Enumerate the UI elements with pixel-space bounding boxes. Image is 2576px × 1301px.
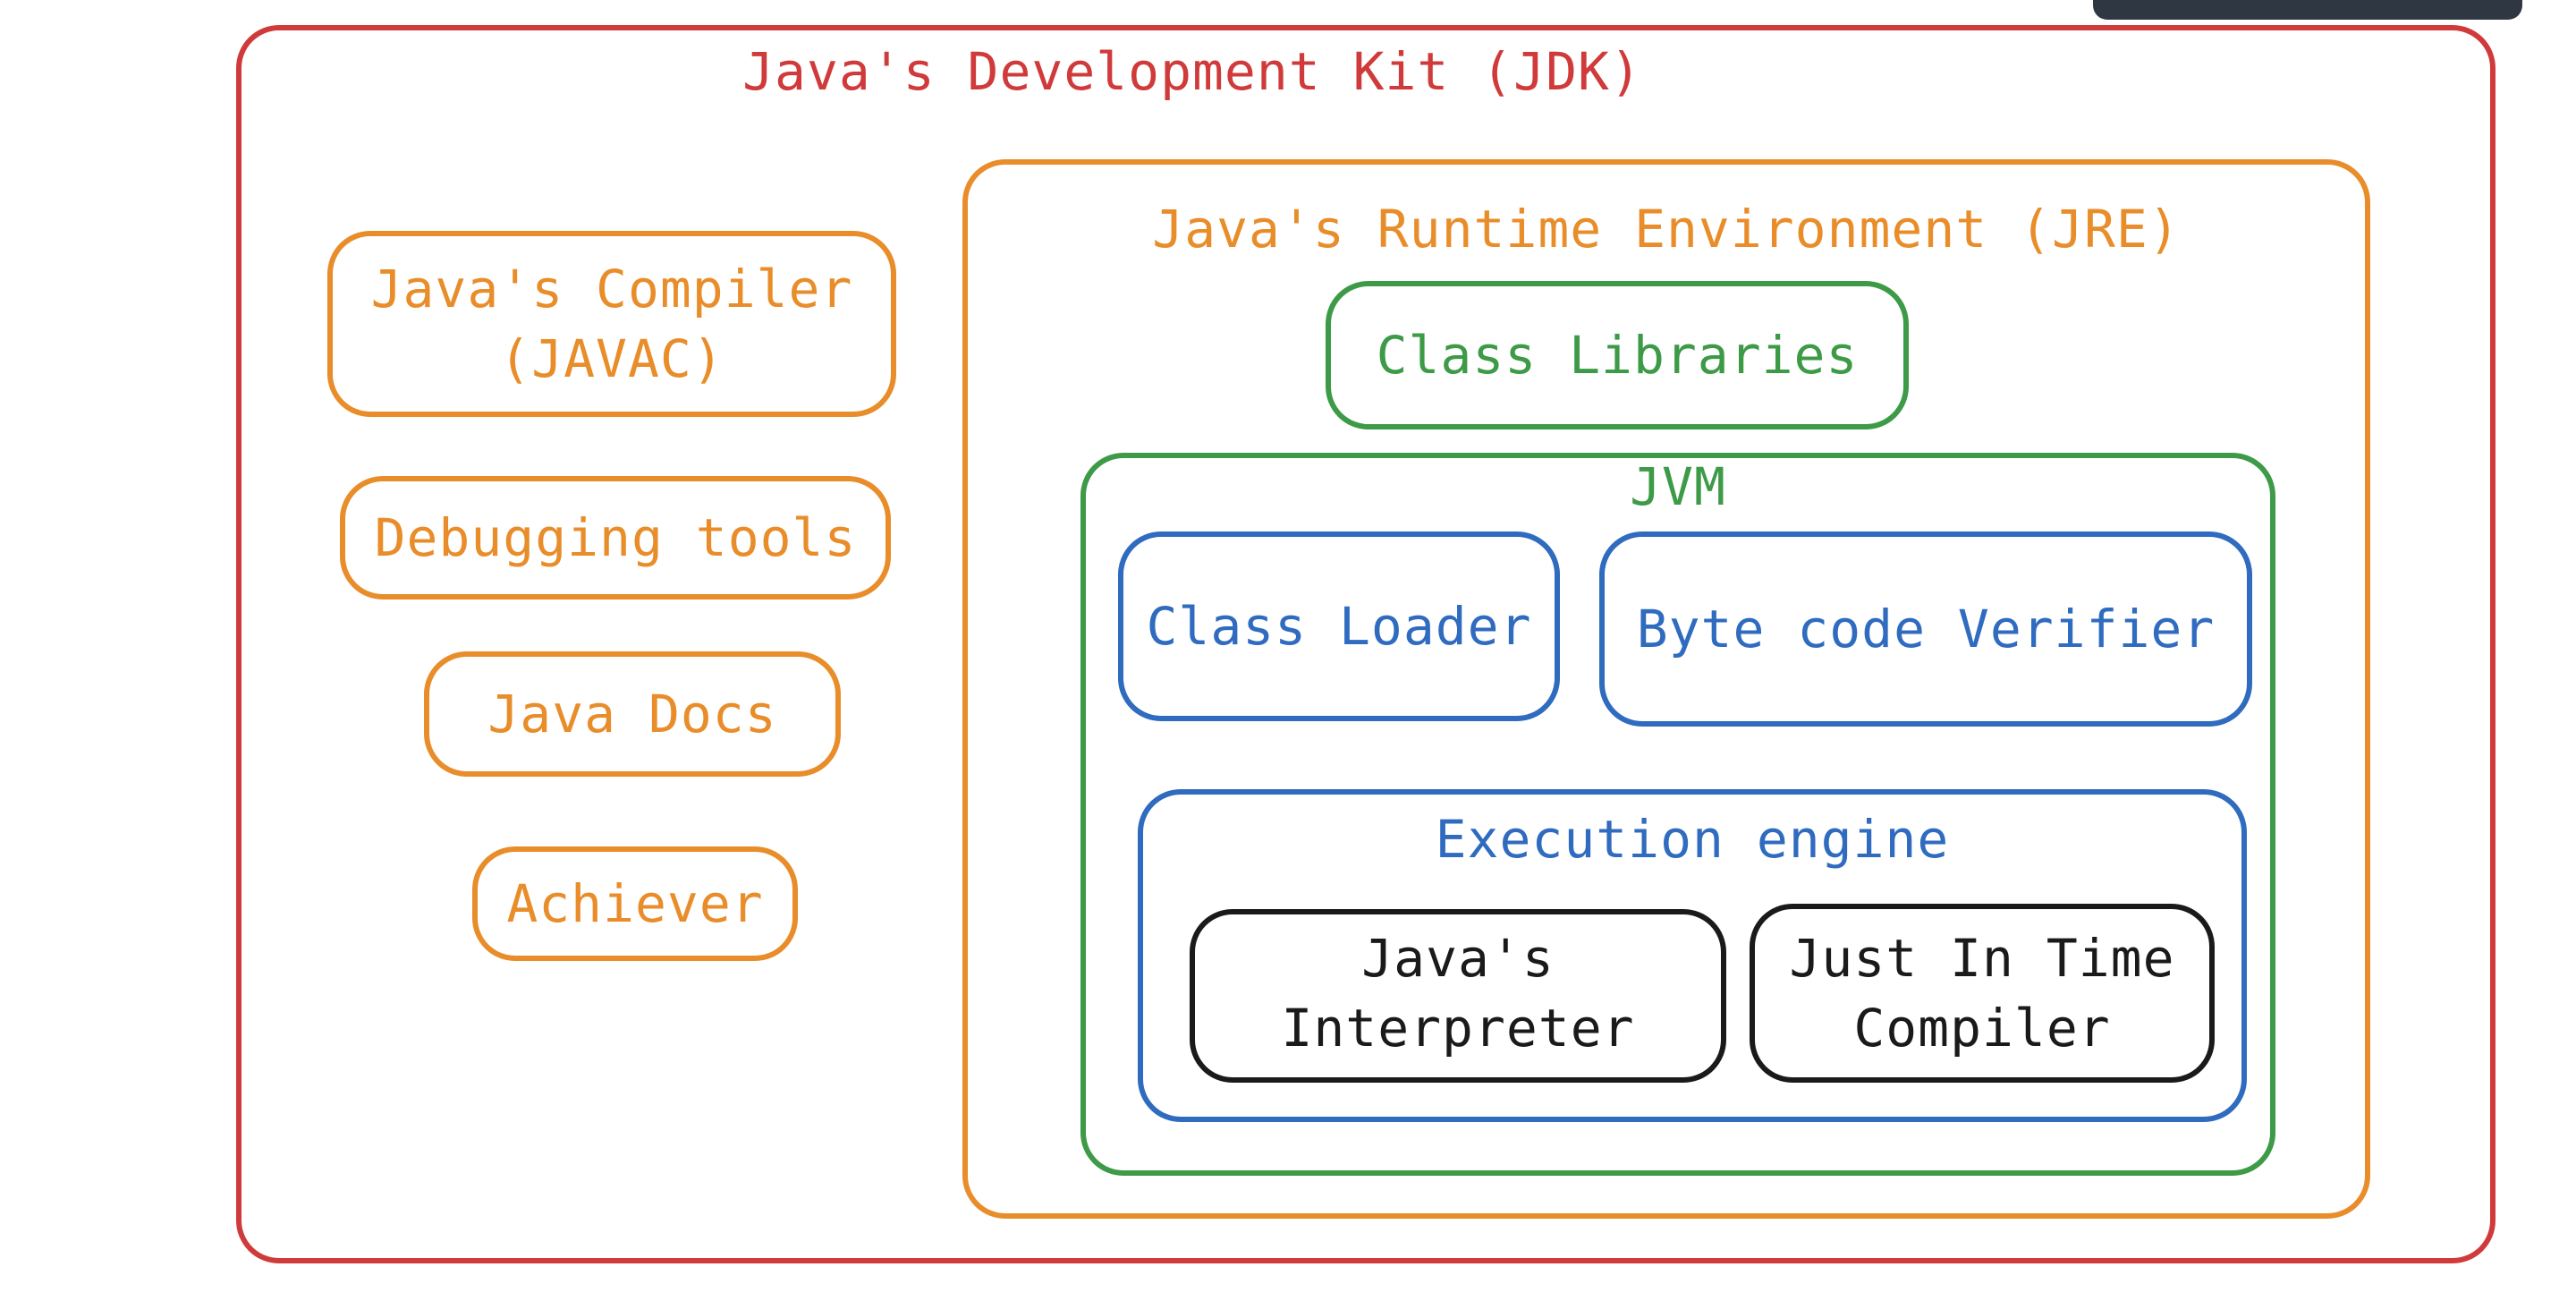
debugging-tools-label: Debugging tools	[345, 481, 886, 594]
bytecode-verifier-box: Byte code Verifier	[1599, 531, 2252, 727]
class-libraries-text: Class Libraries	[1376, 325, 1859, 386]
jdk-box: Java's Development Kit (JDK)	[236, 25, 2496, 1263]
execution-engine-box	[1138, 789, 2247, 1122]
jvm-box	[1080, 453, 2275, 1176]
jit-compiler-label: Just In Time Compiler	[1755, 909, 2209, 1077]
class-libraries-box: Class Libraries	[1326, 281, 1909, 429]
java-docs-label: Java Docs	[429, 657, 835, 771]
java-docs-box: Java Docs	[424, 651, 841, 777]
debugging-tools-text: Debugging tools	[374, 507, 857, 568]
class-loader-label: Class Loader	[1123, 537, 1555, 716]
class-loader-box: Class Loader	[1118, 531, 1560, 721]
interpreter-line2: Interpreter	[1281, 998, 1635, 1059]
jvm-title: JVM	[1630, 456, 1726, 517]
compiler-box: Java's Compiler (JAVAC)	[327, 231, 896, 417]
interpreter-line1: Java's	[1361, 928, 1555, 989]
jit-compiler-line2: Compiler	[1853, 998, 2111, 1059]
tooltip-stub	[2093, 0, 2522, 20]
class-libraries-label: Class Libraries	[1331, 286, 1903, 424]
interpreter-box: Java's Interpreter	[1190, 909, 1726, 1083]
bytecode-verifier-label: Byte code Verifier	[1605, 537, 2247, 721]
class-loader-text: Class Loader	[1146, 596, 1532, 657]
jit-compiler-line1: Just In Time	[1789, 928, 2175, 989]
jre-box	[962, 159, 2370, 1219]
jre-title: Java's Runtime Environment (JRE)	[1152, 199, 2181, 259]
jdk-title: Java's Development Kit (JDK)	[742, 41, 1642, 102]
interpreter-label: Java's Interpreter	[1195, 914, 1721, 1077]
compiler-label: Java's Compiler (JAVAC)	[333, 236, 891, 412]
achiever-label: Achiever	[478, 852, 792, 956]
debugging-tools-box: Debugging tools	[340, 476, 891, 599]
compiler-label-line2: (JAVAC)	[499, 328, 724, 389]
bytecode-verifier-text: Byte code Verifier	[1636, 599, 2216, 659]
java-docs-text: Java Docs	[487, 684, 777, 744]
achiever-text: Achiever	[506, 873, 764, 934]
jit-compiler-box: Just In Time Compiler	[1750, 904, 2215, 1083]
achiever-box: Achiever	[472, 846, 798, 961]
execution-engine-title: Execution engine	[1435, 809, 1950, 870]
compiler-label-line1: Java's Compiler	[370, 259, 853, 319]
